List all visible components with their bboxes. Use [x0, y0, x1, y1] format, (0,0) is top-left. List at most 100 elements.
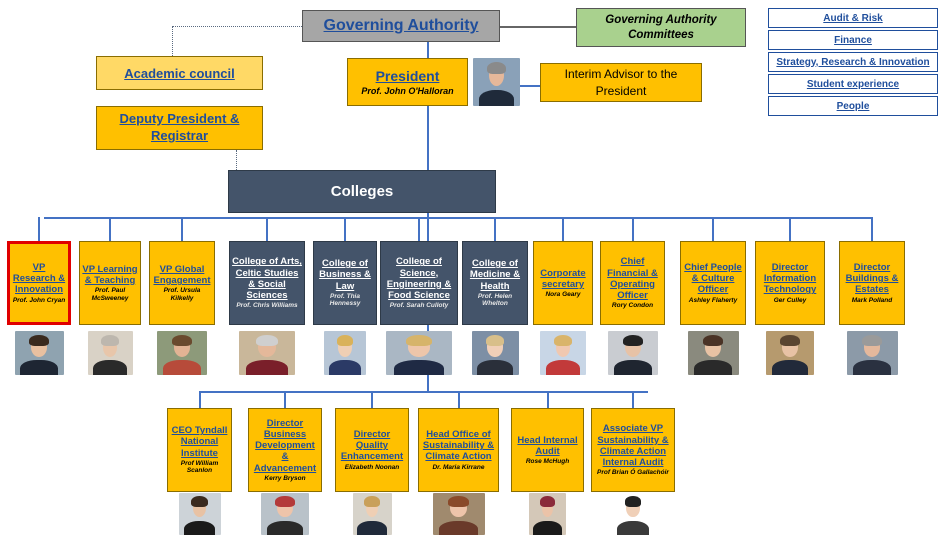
- deputy-president-box[interactable]: Deputy President & Registrar: [96, 106, 263, 150]
- connector-stub: [109, 217, 111, 242]
- row1-unit-box[interactable]: College of Arts, Celtic Studies & Social…: [229, 241, 305, 325]
- row1-unit-name: Ger Culley: [773, 296, 807, 304]
- connector-stub: [181, 217, 183, 242]
- row2-unit-title[interactable]: Head Office of Sustainability & Climate …: [422, 428, 495, 463]
- row1-unit-title[interactable]: VP Research & Innovation: [12, 261, 66, 296]
- connector-stub: [266, 217, 268, 242]
- row2-unit-title[interactable]: Head Internal Audit: [517, 434, 578, 457]
- row1-unit-photo: [14, 331, 64, 375]
- row1-unit-title[interactable]: College of Business & Law: [319, 258, 371, 292]
- governing-authority-box[interactable]: Governing Authority: [302, 10, 500, 42]
- row2-unit-title[interactable]: CEO Tyndall National Institute: [171, 425, 228, 459]
- row1-unit-title[interactable]: Chief Financial & Operating Officer: [607, 256, 658, 301]
- committees-box: Governing Authority Committees: [576, 8, 746, 47]
- advisor-box: Interim Advisor to the President: [540, 63, 702, 102]
- row1-unit-name: Prof. Thia Hennessy: [329, 292, 361, 308]
- row1-unit-title[interactable]: Director Buildings & Estates: [845, 261, 899, 296]
- row1-unit-name: Prof. Chris Williams: [236, 302, 298, 310]
- row2-unit-name: Prof William Scanlon: [180, 459, 219, 475]
- connector-stub: [712, 217, 714, 242]
- connector-stub: [789, 217, 791, 242]
- connector-stub: [546, 391, 549, 409]
- committee-item[interactable]: People: [768, 96, 938, 116]
- row1-unit-name: Prof. Sarah Culloty: [389, 302, 449, 310]
- connector-stub: [284, 391, 286, 409]
- row1-unit-photo: [471, 331, 519, 375]
- connector-row1-bus: [44, 217, 872, 219]
- row2-unit-photo: [529, 493, 566, 535]
- committee-item[interactable]: Strategy, Research & Innovation: [768, 52, 938, 72]
- row1-unit-title[interactable]: College of Arts, Celtic Studies & Social…: [232, 256, 302, 301]
- row1-unit-name: Prof. John Cryan: [12, 296, 66, 304]
- president-box[interactable]: President Prof. John O'Halloran: [347, 58, 468, 106]
- row2-unit-name: Elizabeth Noonan: [344, 463, 400, 471]
- connector-stub: [494, 217, 496, 242]
- row1-unit-title[interactable]: Director Information Technology: [763, 261, 817, 296]
- row2-unit-box[interactable]: Director Business Development & Advancem…: [248, 408, 322, 492]
- row1-unit-title[interactable]: VP Global Engagement: [153, 263, 211, 287]
- row2-unit-name: Prof Brian Ó Gallachóir: [597, 469, 669, 477]
- row2-unit-box[interactable]: Head Office of Sustainability & Climate …: [418, 408, 499, 492]
- president-photo: [473, 58, 520, 106]
- connector-stub: [38, 217, 40, 242]
- row1-unit-photo: [157, 331, 207, 375]
- dotted-line-deputy: [236, 150, 237, 170]
- president-name: Prof. John O'Halloran: [361, 86, 454, 96]
- row2-unit-name: Dr. Maria Kirrane: [432, 463, 485, 471]
- row2-unit-photo: [432, 493, 485, 535]
- president-label[interactable]: President: [375, 68, 440, 84]
- academic-council-label[interactable]: Academic council: [124, 65, 235, 81]
- connector-stub: [562, 217, 564, 242]
- connector-stub: [418, 217, 420, 242]
- row1-unit-name: Prof. Ursula Kilkelly: [163, 287, 201, 302]
- connector-stub: [632, 391, 634, 409]
- row2-unit-photo: [178, 493, 221, 535]
- row1-unit-name: Rory Condon: [611, 302, 654, 310]
- row1-unit-title[interactable]: Corporate secretary: [540, 267, 586, 290]
- committee-item[interactable]: Audit & Risk: [768, 8, 938, 28]
- row2-unit-title[interactable]: Associate VP Sustainability & Climate Ac…: [597, 423, 669, 468]
- colleges-box: Colleges: [228, 170, 496, 213]
- row1-unit-photo: [386, 331, 452, 375]
- row1-unit-title[interactable]: VP Learning & Teaching: [82, 263, 138, 287]
- row2-unit-photo: [352, 493, 392, 535]
- row1-unit-photo: [607, 331, 658, 375]
- row2-unit-title[interactable]: Director Quality Enhancement: [340, 428, 404, 463]
- connector-row2-bus: [200, 391, 648, 393]
- dotted-line-academic-top: [172, 26, 302, 27]
- row1-unit-name: Nora Geary: [545, 290, 581, 298]
- row2-unit-title[interactable]: Director Business Development & Advancem…: [253, 417, 317, 474]
- row1-unit-photo: [540, 331, 586, 375]
- committee-item[interactable]: Finance: [768, 30, 938, 50]
- row1-unit-title[interactable]: College of Science, Engineering & Food S…: [386, 256, 452, 301]
- row1-unit-title[interactable]: College of Medicine & Health: [469, 258, 521, 292]
- dotted-line-academic: [172, 26, 173, 56]
- row1-unit-title[interactable]: Chief People & Culture Officer: [684, 261, 742, 296]
- row1-unit-name: Prof. Paul McSweeney: [91, 287, 129, 302]
- advisor-label: Interim Advisor to the President: [564, 67, 678, 98]
- governing-authority-label[interactable]: Governing Authority: [323, 17, 479, 34]
- committee-item[interactable]: Student experience: [768, 74, 938, 94]
- colleges-label: Colleges: [330, 183, 394, 200]
- row2-unit-box[interactable]: Associate VP Sustainability & Climate Ac…: [591, 408, 675, 492]
- deputy-president-label[interactable]: Deputy President & Registrar: [119, 111, 240, 143]
- row1-unit-photo: [324, 331, 366, 375]
- row2-unit-name: Rose McHugh: [525, 457, 570, 465]
- row1-unit-photo: [687, 331, 739, 375]
- row1-unit-box[interactable]: College of Science, Engineering & Food S…: [380, 241, 458, 325]
- row1-unit-photo: [239, 331, 295, 375]
- academic-council-box[interactable]: Academic council: [96, 56, 263, 90]
